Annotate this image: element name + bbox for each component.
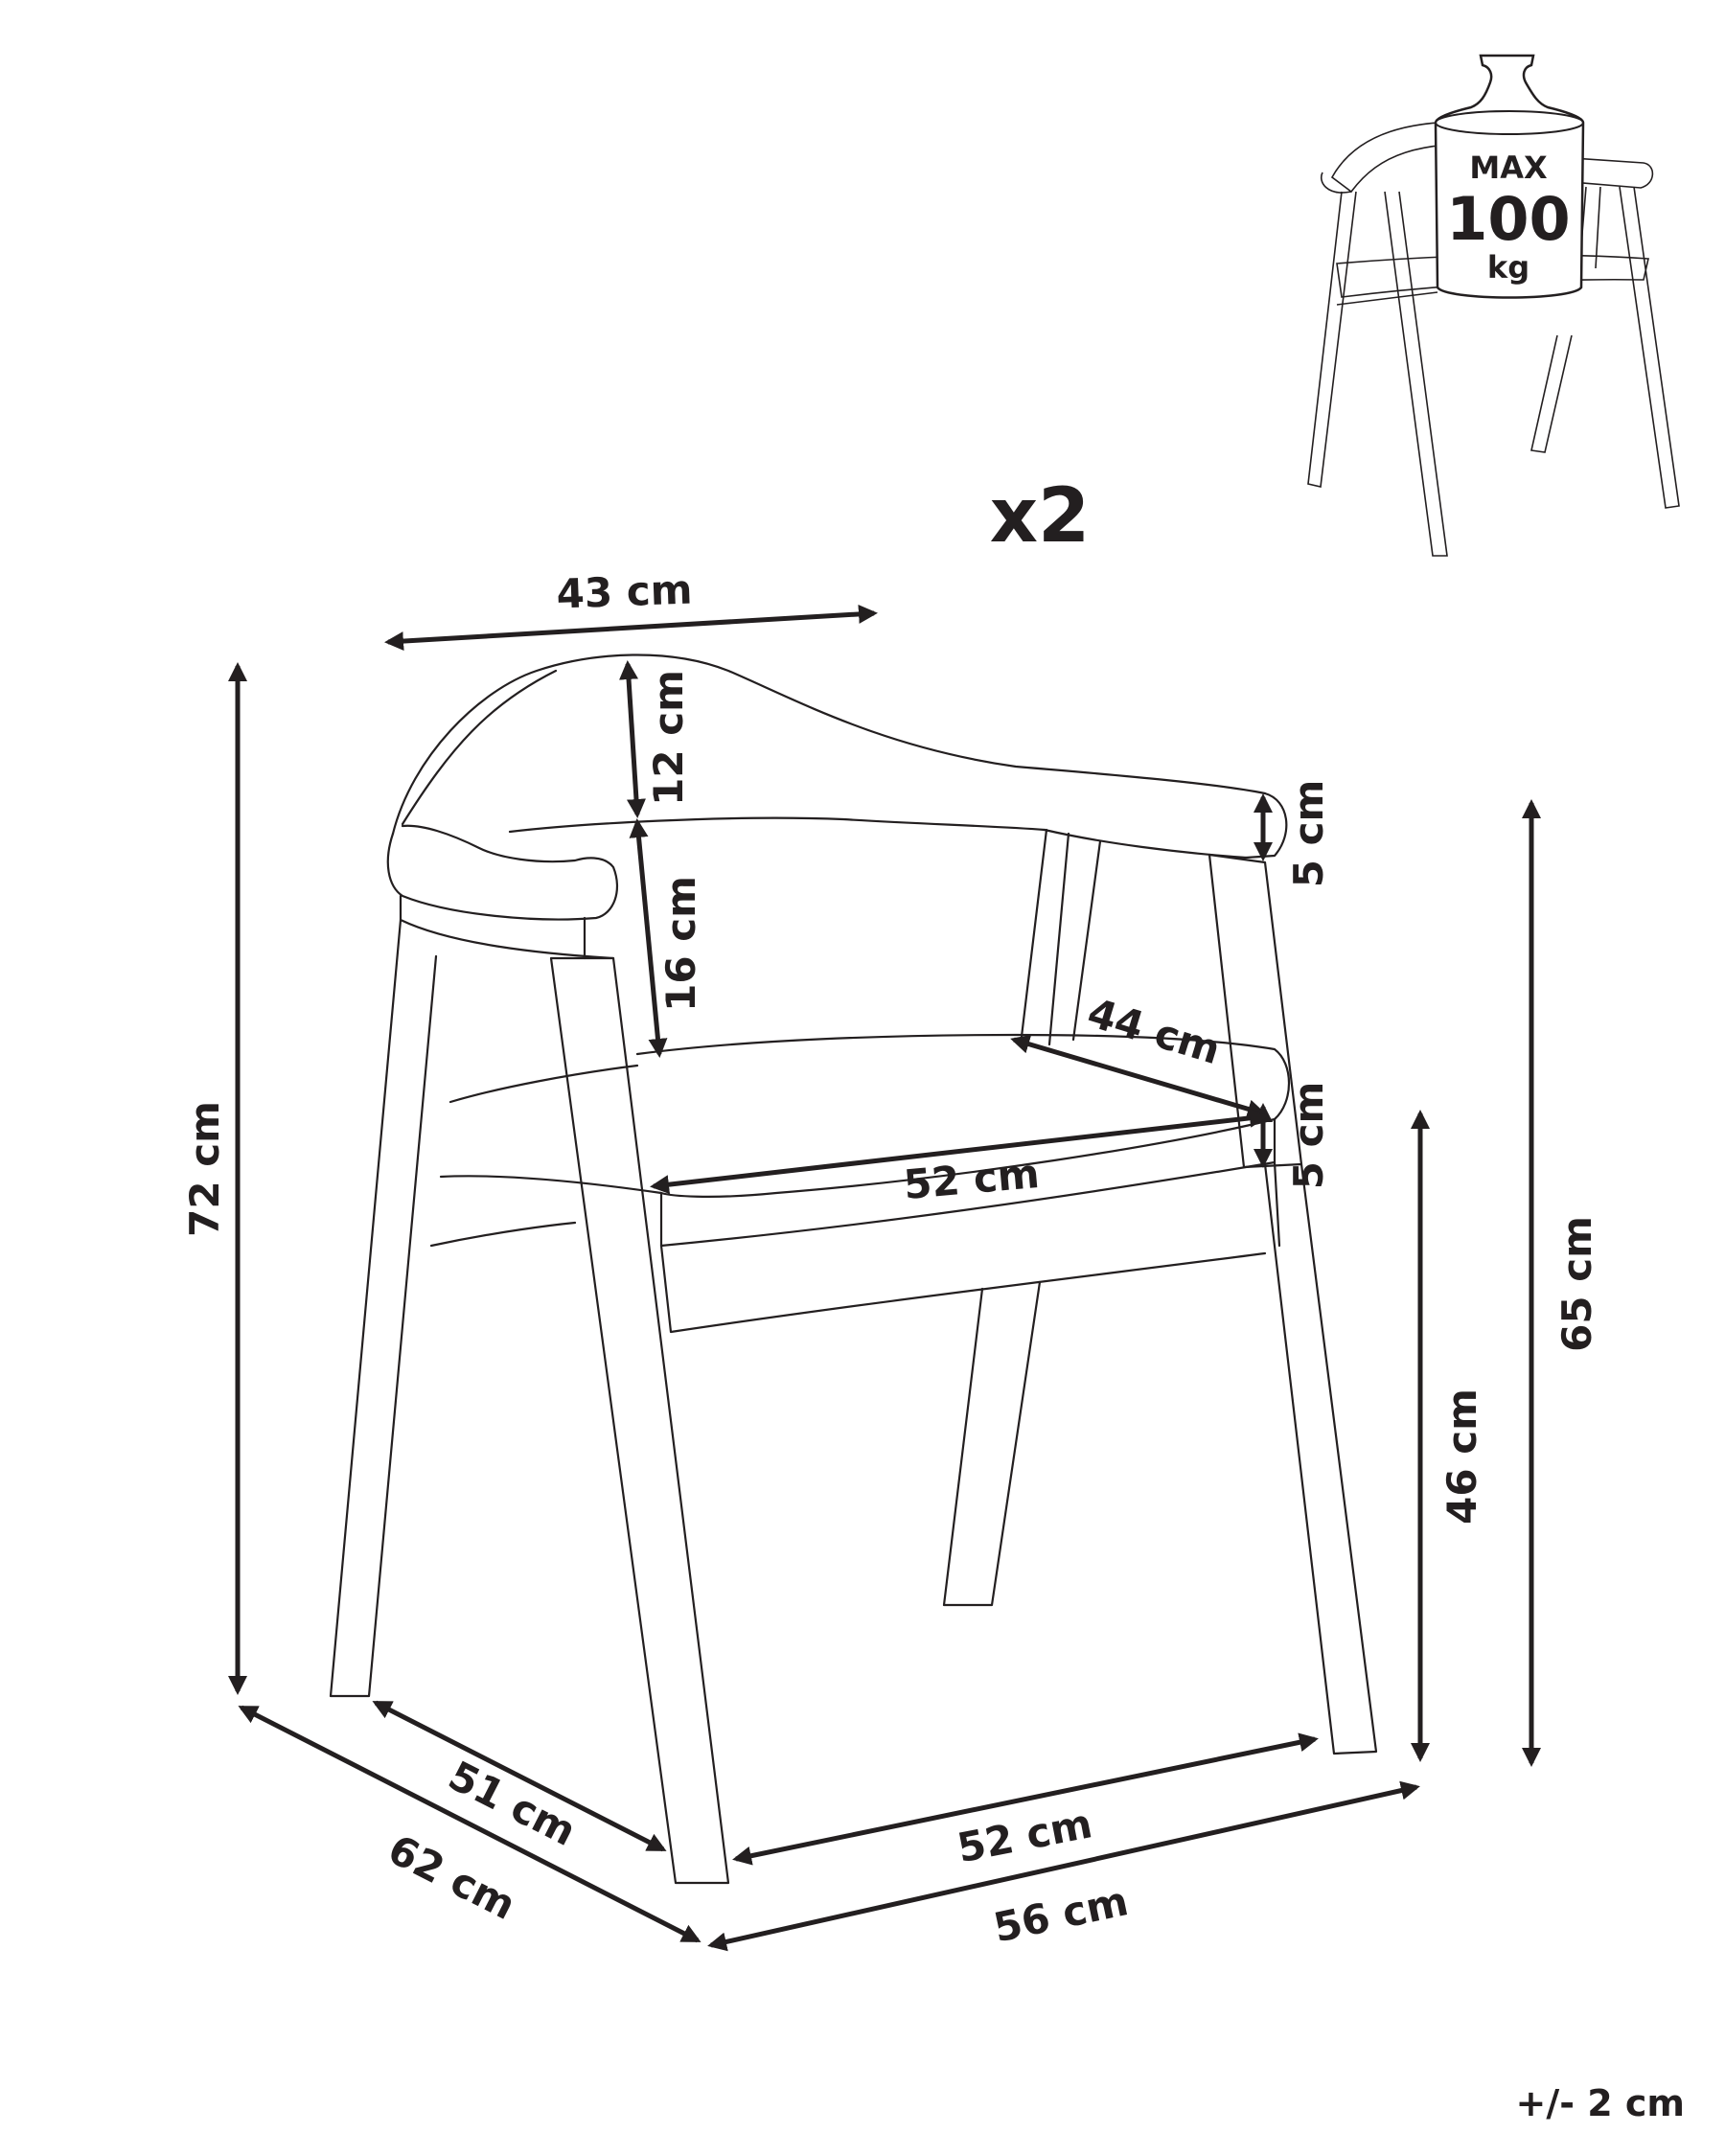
dim-backrest-height: 12 cm <box>645 670 692 806</box>
weight-unit: kg <box>1487 249 1530 286</box>
chair-outline <box>329 654 1378 1885</box>
dim-seat-height: 46 cm <box>1438 1388 1485 1525</box>
quantity-label: x2 <box>990 473 1091 560</box>
max-weight-value: 100 <box>1446 184 1570 254</box>
dim-total-height: 72 cm <box>181 1101 228 1237</box>
max-label: MAX <box>1469 149 1548 186</box>
reference-chair-icon <box>1307 121 1680 557</box>
dim-inner-depth: 51 cm <box>441 1752 584 1855</box>
dim-backrest-width: 43 cm <box>556 566 693 618</box>
dimension-labels: 43 cm 12 cm 16 cm 5 cm 44 cm 5 cm 52 cm … <box>181 566 1600 1952</box>
dim-back-gap: 16 cm <box>657 876 704 1012</box>
dim-armrest-height: 65 cm <box>1553 1216 1600 1352</box>
weight-icon: MAX 100 kg <box>1434 54 1585 299</box>
tolerance-note: +/- 2 cm <box>1515 2082 1685 2124</box>
dim-total-width: 56 cm <box>990 1877 1133 1951</box>
dim-seat-depth: 44 cm <box>1082 989 1226 1073</box>
dim-seat-thickness: 5 cm <box>1285 1082 1332 1190</box>
dimension-lines <box>228 604 1541 1952</box>
dim-armrest-thickness: 5 cm <box>1285 780 1332 888</box>
dim-seat-width: 52 cm <box>902 1150 1041 1208</box>
